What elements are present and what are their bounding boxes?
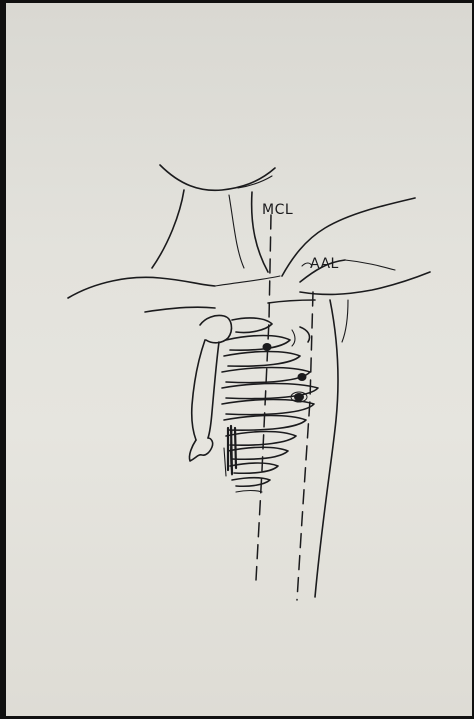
neck-outline [152,165,275,272]
aal-line [297,292,313,600]
marker-dot [294,393,304,401]
aal-label: AAL [310,256,339,272]
mcl-label: MCL [262,202,293,218]
marker-dot [298,373,307,381]
marker-dot [263,343,272,351]
shoulders-outline [68,198,430,298]
